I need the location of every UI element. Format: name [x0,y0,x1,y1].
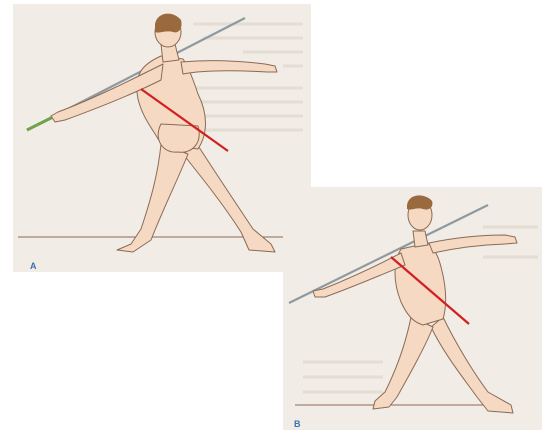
panel-label-a: A [30,261,37,271]
figure-panel-b: B [283,187,542,430]
javelin-icon [289,205,488,303]
figure-panel-a: A [13,4,311,272]
athlete-figure-front-icon [283,187,542,430]
athlete-figure-rear-icon [13,4,311,272]
panel-label-b: B [294,419,301,429]
